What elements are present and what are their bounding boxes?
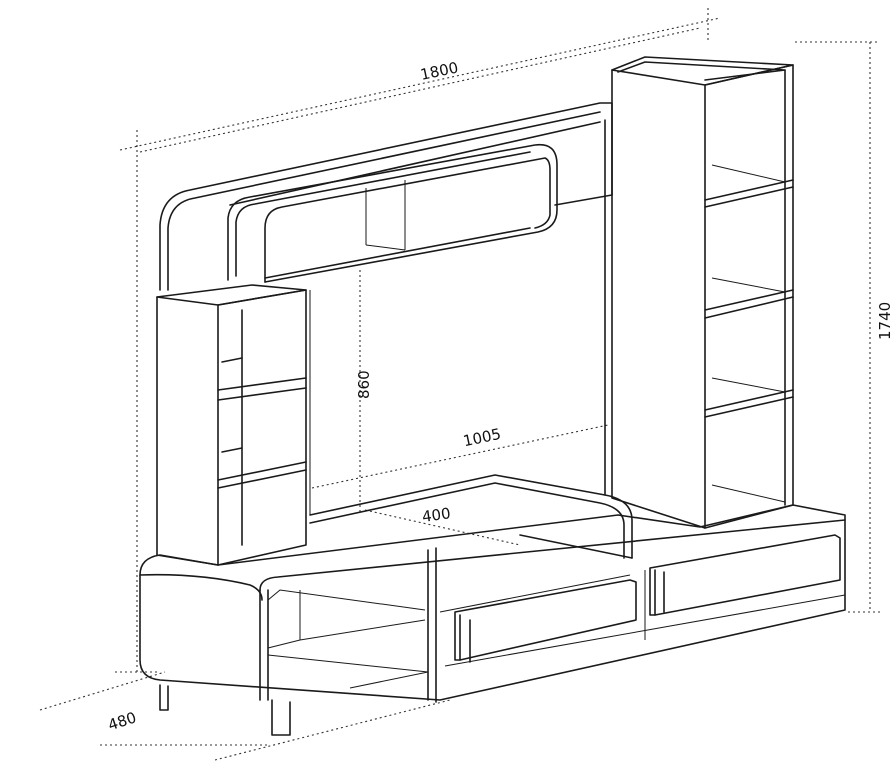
- drawer-right: [649, 534, 841, 616]
- height-label: 1740: [876, 302, 894, 340]
- dimension-labels: 1800 1740 480 860 1005 400: [106, 58, 894, 734]
- depth-label: 480: [106, 708, 139, 734]
- inner-height-label: 860: [355, 370, 373, 399]
- dimension-lines: [39, 8, 880, 761]
- hanging-shelf: [227, 143, 558, 283]
- leg-front-right: [271, 699, 291, 736]
- wall-unit: [139, 56, 846, 736]
- right-tower: [611, 56, 794, 529]
- top-depth-label: 400: [421, 504, 452, 526]
- width-label: 1800: [419, 58, 460, 84]
- drawer-center: [454, 579, 637, 663]
- inner-width-label: 1005: [462, 425, 503, 451]
- leg-front-left: [159, 684, 169, 711]
- left-shelf-column: [156, 284, 307, 566]
- base-cabinet: [139, 504, 846, 736]
